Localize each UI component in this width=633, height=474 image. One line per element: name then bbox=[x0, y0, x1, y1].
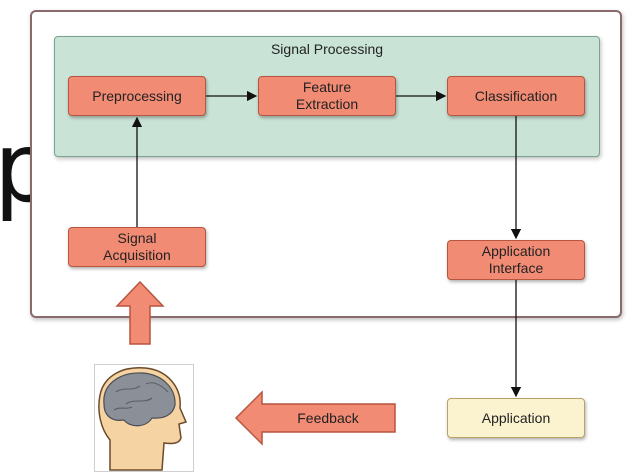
classification-node: Classification bbox=[447, 76, 585, 116]
application-interface-label: Application Interface bbox=[481, 243, 551, 276]
application-interface-node: Application Interface bbox=[447, 240, 585, 280]
up-arrow-icon bbox=[115, 280, 165, 345]
human-head-brain-icon bbox=[98, 367, 188, 471]
left-arrow-icon bbox=[234, 390, 396, 446]
signal-acquisition-label: Signal Acquisition bbox=[103, 230, 171, 263]
feature-extraction-label: Feature Extraction bbox=[295, 79, 359, 112]
signal-processing-title: Signal Processing bbox=[270, 41, 384, 57]
preprocessing-node: Preprocessing bbox=[68, 76, 206, 116]
signal-acquisition-node: Signal Acquisition bbox=[68, 227, 206, 267]
application-node: Application bbox=[447, 398, 585, 438]
preprocessing-label: Preprocessing bbox=[92, 87, 182, 104]
application-label: Application bbox=[481, 409, 551, 426]
feature-extraction-node: Feature Extraction bbox=[258, 76, 396, 116]
classification-label: Classification bbox=[474, 87, 558, 104]
feedback-label: Feedback bbox=[297, 410, 359, 426]
